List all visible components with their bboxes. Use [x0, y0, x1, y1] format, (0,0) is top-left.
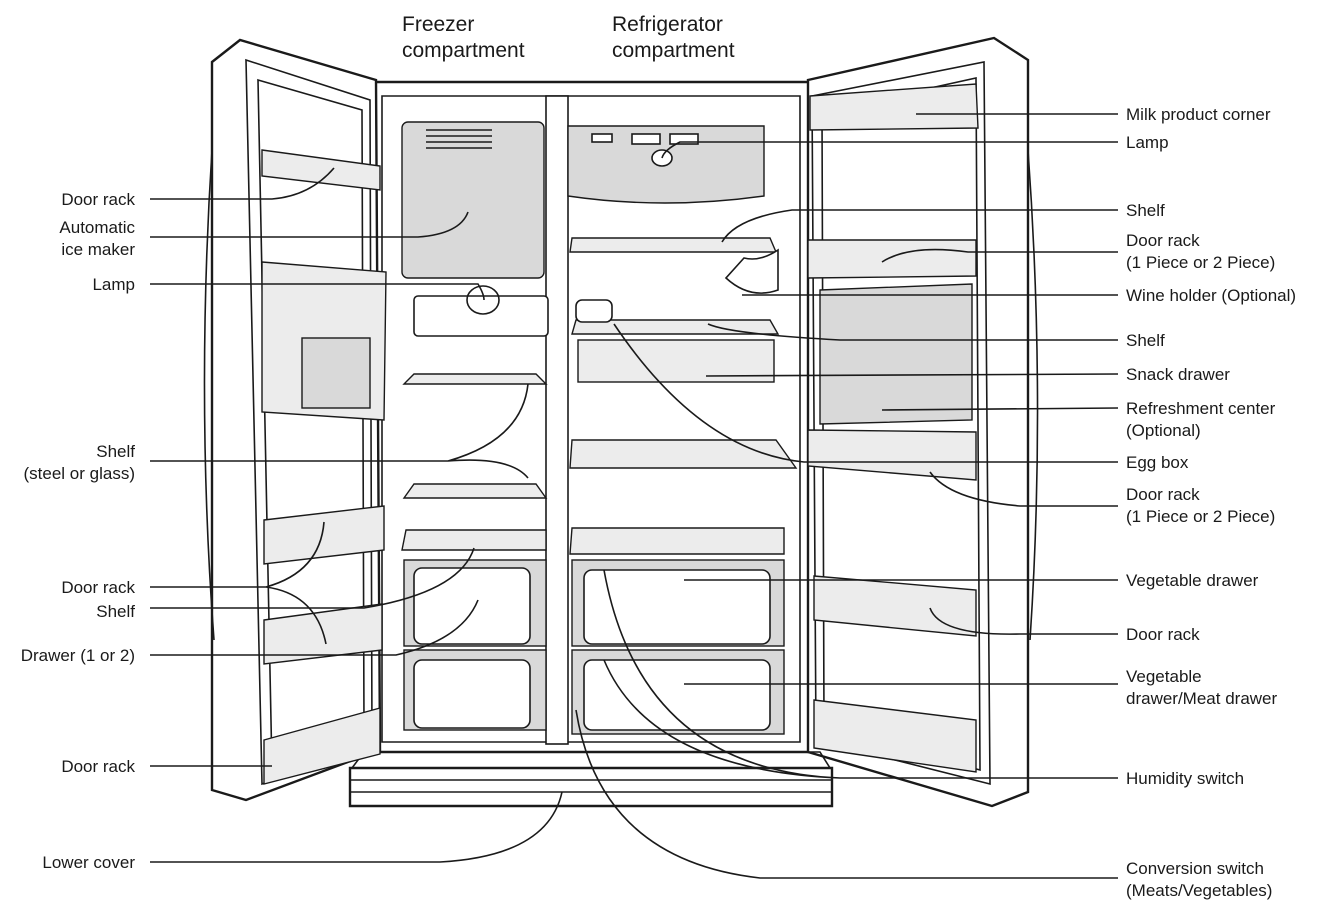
freezer-door-rack-top	[261, 149, 381, 191]
leader-drawer-1-or-2	[150, 599, 479, 656]
wine-holder-unit	[724, 248, 779, 294]
label-refreshment-center-line-1: Refreshment center	[1126, 399, 1276, 418]
header-freezer-line-1: Freezer	[402, 13, 474, 36]
header-refrigerator: Refrigerator compartment	[612, 13, 735, 62]
fridge-door-rack-top	[807, 239, 977, 279]
freezer-door-rack-mid	[263, 505, 385, 565]
label-shelf-top: Shelf	[1126, 201, 1165, 220]
label-lamp-fridge: Lamp	[1126, 133, 1169, 152]
leader-lower-cover	[150, 791, 563, 863]
label-wine-holder: Wine holder (Optional)	[1126, 286, 1296, 305]
freezer-shelf-1	[402, 373, 548, 385]
fridge-door-rack-bottom	[813, 699, 977, 773]
label-vegetable-meat-drawer-line-2: drawer/Meat drawer	[1126, 689, 1278, 708]
dispenser	[301, 337, 371, 409]
milk-corner-unit	[809, 83, 979, 131]
label-shelf-mid: Shelf	[1126, 331, 1165, 350]
leader-shelf-top	[721, 209, 1118, 243]
leader-door-rack-low	[929, 607, 1118, 635]
label-automatic-ice-maker-line-2: ice maker	[61, 240, 135, 259]
leader-shelf-mid	[707, 323, 1118, 341]
label-door-rack-1: Door rack	[61, 190, 135, 209]
leader-lamp-fridge	[661, 141, 1118, 159]
fridge-shelf-1	[569, 237, 778, 253]
label-door-rack-top-line-2: (1 Piece or 2 Piece)	[1126, 253, 1275, 272]
fridge-shelf-4	[569, 527, 785, 555]
fridge-shelf-3	[569, 439, 798, 469]
label-shelf-steel-glass-line-1: Shelf	[96, 442, 135, 461]
center-divider	[545, 95, 569, 745]
label-automatic-ice-maker-line-1: Automatic	[59, 218, 135, 237]
label-conversion-switch-line-2: (Meats/Vegetables)	[1126, 881, 1272, 900]
header-freezer-line-2: compartment	[402, 39, 525, 62]
label-door-rack-mid-line-2: (1 Piece or 2 Piece)	[1126, 507, 1275, 526]
label-shelf-steel-glass-line-2: (steel or glass)	[24, 464, 135, 483]
labels-right: Milk product corner Lamp Shelf Door rack…	[1126, 105, 1296, 900]
label-door-rack-low: Door rack	[1126, 625, 1200, 644]
leader-door-rack-1	[150, 167, 335, 200]
leader-egg-box	[613, 323, 1118, 463]
egg-box-unit	[575, 299, 613, 323]
fridge-door-rack-low	[813, 575, 977, 637]
freezer-shelf-3	[401, 529, 547, 551]
leader-door-rack-2	[150, 521, 327, 645]
label-door-rack-mid-line-1: Door rack	[1126, 485, 1200, 504]
leader-door-rack-top	[881, 248, 1118, 263]
ice-bucket	[413, 295, 549, 337]
leader-shelf-steel-glass	[150, 383, 529, 479]
header-refrigerator-line-1: Refrigerator	[612, 13, 723, 36]
lower-cover-panel	[348, 766, 834, 808]
label-vegetable-drawer: Vegetable drawer	[1126, 571, 1259, 590]
label-conversion-switch-line-1: Conversion switch	[1126, 859, 1264, 878]
ice-maker-unit	[401, 121, 545, 279]
snack-drawer-unit	[577, 339, 775, 383]
leader-snack-drawer	[705, 373, 1119, 377]
leader-lamp-freezer	[150, 283, 485, 301]
leader-lines	[150, 113, 1119, 879]
label-egg-box: Egg box	[1126, 453, 1189, 472]
leader-humidity-switch	[603, 569, 1118, 779]
fridge-door-rack-mid	[807, 429, 977, 481]
label-door-rack-2: Door rack	[61, 578, 135, 597]
label-refreshment-center-line-2: (Optional)	[1126, 421, 1201, 440]
freezer-door-rack-bottom	[263, 707, 381, 785]
header-refrigerator-line-2: compartment	[612, 39, 735, 62]
leader-refreshment-center	[881, 407, 1119, 411]
refreshment-center-unit	[819, 283, 973, 425]
freezer-shelf-2	[402, 483, 548, 499]
fridge-shelf-2	[571, 319, 780, 335]
label-drawer-1-or-2: Drawer (1 or 2)	[21, 646, 135, 665]
leader-automatic-ice-maker	[150, 211, 469, 238]
label-lamp-freezer: Lamp	[92, 275, 135, 294]
label-shelf-freezer-door: Shelf	[96, 602, 135, 621]
header-freezer: Freezer compartment	[402, 13, 525, 62]
label-snack-drawer: Snack drawer	[1126, 365, 1230, 384]
leader-conversion-switch	[575, 709, 1118, 879]
label-milk-product-corner: Milk product corner	[1126, 105, 1271, 124]
label-door-rack-3: Door rack	[61, 757, 135, 776]
label-door-rack-top-line-1: Door rack	[1126, 231, 1200, 250]
labels-left: Door rack Automatic ice maker Lamp Shelf…	[21, 190, 136, 872]
leader-door-rack-mid	[929, 471, 1118, 507]
label-lower-cover: Lower cover	[42, 853, 135, 872]
label-vegetable-meat-drawer-line-1: Vegetable	[1126, 667, 1202, 686]
leader-shelf-freezer-door	[150, 547, 475, 609]
label-humidity-switch: Humidity switch	[1126, 769, 1244, 788]
